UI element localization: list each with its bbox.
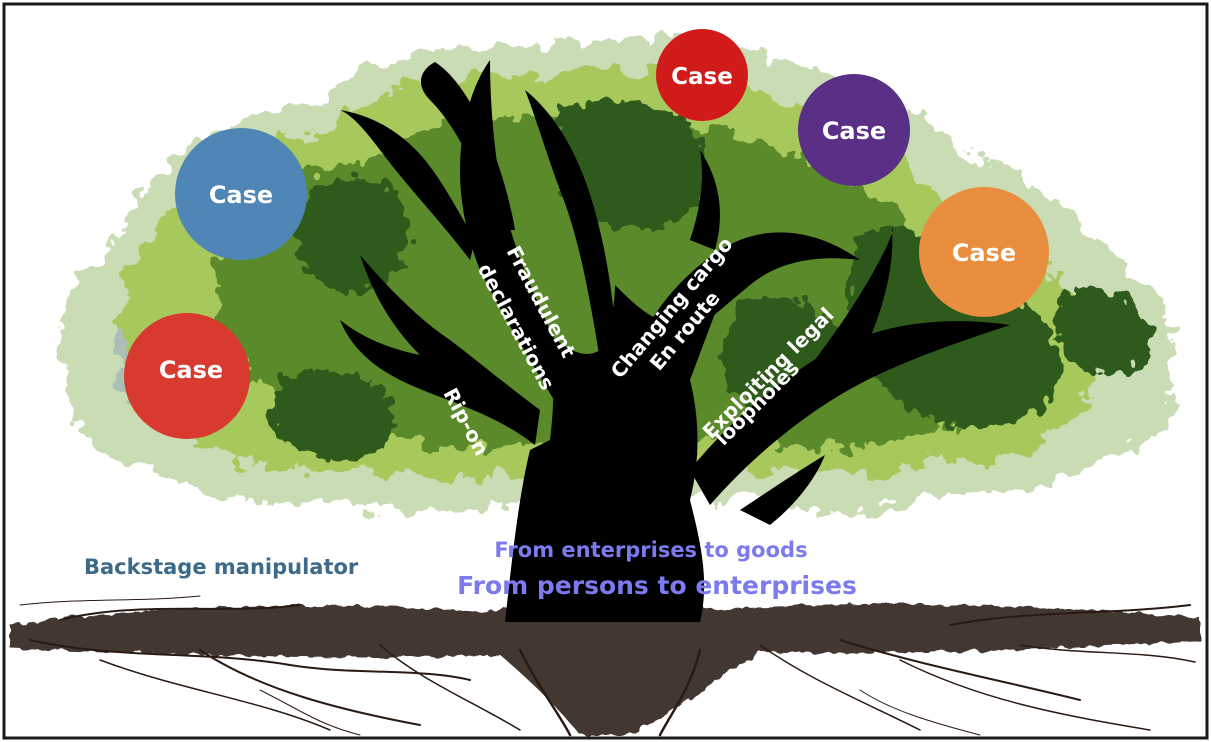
- root-strand: [899, 659, 1151, 731]
- root-strand: [658, 648, 702, 737]
- branch-top-left: [420, 62, 515, 230]
- branch-right-lower: [740, 455, 825, 525]
- root-strand: [99, 659, 331, 731]
- root-strand: [949, 604, 1191, 626]
- root-strand: [859, 689, 981, 736]
- case-purple: Case: [798, 74, 910, 186]
- case-red-top: Case: [656, 29, 748, 121]
- case-red-left: Case: [124, 313, 250, 439]
- case-red-left-circle: [124, 313, 250, 439]
- canopy-dark-lower: [270, 369, 397, 460]
- root-strand: [839, 639, 1081, 701]
- tree-roots: [10, 595, 1200, 737]
- branch-rip-on: [340, 255, 540, 445]
- case-red-left-label: Case: [159, 356, 223, 384]
- case-purple-label: Case: [822, 117, 886, 145]
- root-strand: [259, 689, 361, 736]
- root-strand: [59, 604, 301, 621]
- branch-right-upper: [800, 228, 894, 380]
- canopy-dark-left: [295, 177, 409, 292]
- case-orange-circle: [919, 187, 1049, 317]
- canopy-dark-top: [555, 100, 707, 230]
- case-red-top-label: Case: [671, 64, 733, 90]
- root-strand: [379, 644, 521, 731]
- canopy-dark-far-right: [1057, 287, 1152, 376]
- branch-left-spike: [340, 110, 475, 260]
- branch-changing-cargo: [640, 232, 860, 360]
- backstage-manipulator-label: Backstage manipulator: [84, 555, 359, 579]
- case-blue: Case: [175, 128, 307, 260]
- branch-top-middle: [525, 90, 615, 360]
- root-strand: [1019, 644, 1196, 663]
- case-blue-label: Case: [209, 181, 273, 209]
- enterprises-to-goods-label: From enterprises to goods: [494, 538, 807, 562]
- persons-to-enterprises-label: From persons to enterprises: [457, 571, 857, 600]
- root-band: [10, 602, 1200, 735]
- case-orange-label: Case: [952, 239, 1016, 267]
- root-strand: [29, 639, 471, 681]
- case-blue-circle: [175, 128, 307, 260]
- case-red-top-circle: [656, 29, 748, 121]
- case-orange: Case: [919, 187, 1049, 317]
- branch-right-fork: [690, 150, 720, 250]
- root-strand: [19, 595, 201, 606]
- root-strand: [518, 648, 572, 737]
- root-strand: [759, 644, 921, 731]
- trunk-main: [505, 260, 735, 622]
- root-strand: [199, 649, 421, 726]
- tree-trunk: [340, 60, 1010, 622]
- case-purple-circle: [798, 74, 910, 186]
